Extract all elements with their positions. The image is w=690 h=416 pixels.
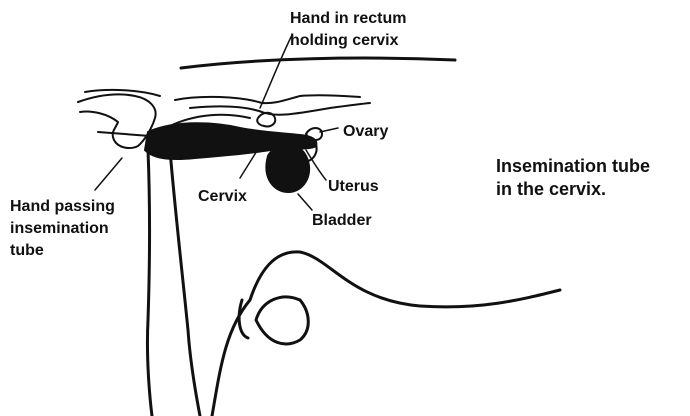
cow-udder: [256, 297, 308, 344]
label-ovary: Ovary: [343, 121, 388, 143]
label-uterus: Uterus: [328, 176, 379, 198]
insemination-tube: [98, 132, 150, 136]
pointer-hand-rectum: [260, 35, 292, 108]
rectal-hand: [257, 113, 275, 127]
label-hand-passing: Hand passing insemination tube: [10, 196, 115, 262]
pointer-ovary: [320, 128, 338, 132]
label-bladder: Bladder: [312, 210, 372, 232]
label-cervix: Cervix: [198, 186, 247, 208]
bladder: [266, 145, 309, 192]
pointer-hand-passing: [95, 158, 122, 190]
pointer-bladder: [298, 194, 312, 210]
cow-leg-right: [170, 150, 200, 416]
cow-leg-left: [147, 150, 152, 416]
hand-passing-tube: [78, 94, 156, 148]
label-hand-rectum: Hand in rectum holding cervix: [290, 8, 406, 52]
cow-back-outline: [181, 58, 455, 68]
rectal-arm-outline: [175, 95, 360, 103]
figure-caption: Insemination tube in the cervix.: [496, 155, 650, 201]
